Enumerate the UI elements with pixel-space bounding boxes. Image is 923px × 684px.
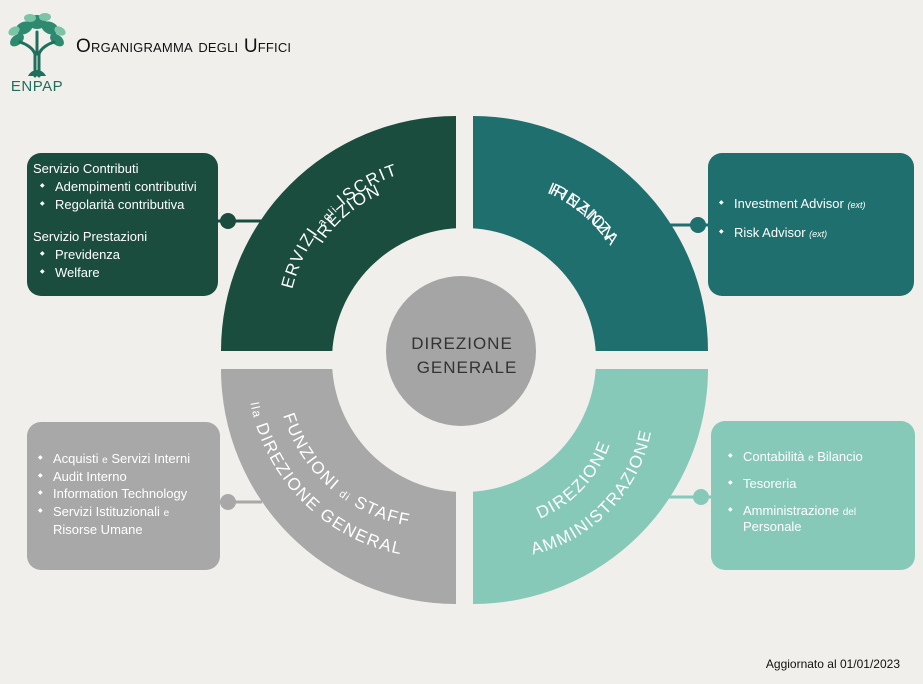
updated-date: Aggiornato al 01/01/2023 bbox=[765, 657, 900, 671]
connector-dot-iscritti bbox=[220, 213, 236, 229]
page-title: Organigramma degli Uffici bbox=[76, 36, 292, 57]
list-item: Risk Advisor (ext) bbox=[712, 224, 906, 242]
tree-logo-icon bbox=[8, 13, 66, 78]
box-servizi-iscritti: Servizio Contributi Adempimenti contribu… bbox=[27, 153, 218, 296]
center-label-line2: GENERALE bbox=[417, 358, 518, 377]
connector-dot-finanza bbox=[690, 217, 706, 233]
list-item: Information Technology bbox=[31, 485, 214, 503]
list-item: Contabilità e Bilancio bbox=[721, 449, 907, 465]
connector-dot-amministrazione bbox=[693, 489, 709, 505]
list-contributi: Adempimenti contributivi Regolarità cont… bbox=[33, 178, 212, 214]
list-item: Investment Advisor (ext) bbox=[712, 195, 906, 213]
center-circle bbox=[386, 276, 536, 426]
list-item: Audit Interno bbox=[31, 468, 214, 486]
section-servizio-contributi: Servizio Contributi bbox=[33, 161, 139, 176]
list-item: Previdenza bbox=[33, 246, 212, 264]
list-item: Regolarità contributiva bbox=[33, 196, 212, 214]
box-amministrazione: Contabilità e Bilancio Tesoreria Amminis… bbox=[711, 421, 915, 570]
list-item: Acquisti e Servizi Interni bbox=[31, 450, 214, 468]
enpap-logo: ENPAP bbox=[4, 6, 70, 98]
list-item: Amministrazione del Personale bbox=[721, 503, 907, 535]
list-prestazioni: Previdenza Welfare bbox=[33, 246, 212, 282]
list-item: Welfare bbox=[33, 264, 212, 282]
center-label-line1: DIREZIONE bbox=[411, 334, 513, 353]
section-servizio-prestazioni: Servizio Prestazioni bbox=[33, 228, 148, 244]
connector-dot-staff bbox=[220, 494, 236, 510]
box-finanza: Investment Advisor (ext) Risk Advisor (e… bbox=[708, 153, 914, 296]
list-item: Adempimenti contributivi bbox=[33, 178, 212, 196]
list-item: Tesoreria bbox=[721, 476, 907, 492]
connectors bbox=[218, 213, 711, 510]
logo-text: ENPAP bbox=[10, 78, 64, 95]
box-staff: Acquisti e Servizi Interni Audit Interno… bbox=[27, 422, 220, 570]
list-finanza: Investment Advisor (ext) Risk Advisor (e… bbox=[712, 195, 906, 242]
list-staff: Acquisti e Servizi Interni Audit Interno… bbox=[31, 450, 214, 538]
list-amministrazione: Contabilità e Bilancio Tesoreria Amminis… bbox=[721, 449, 907, 534]
list-item: Servizi Istituzionali e Risorse Umane bbox=[31, 503, 214, 538]
